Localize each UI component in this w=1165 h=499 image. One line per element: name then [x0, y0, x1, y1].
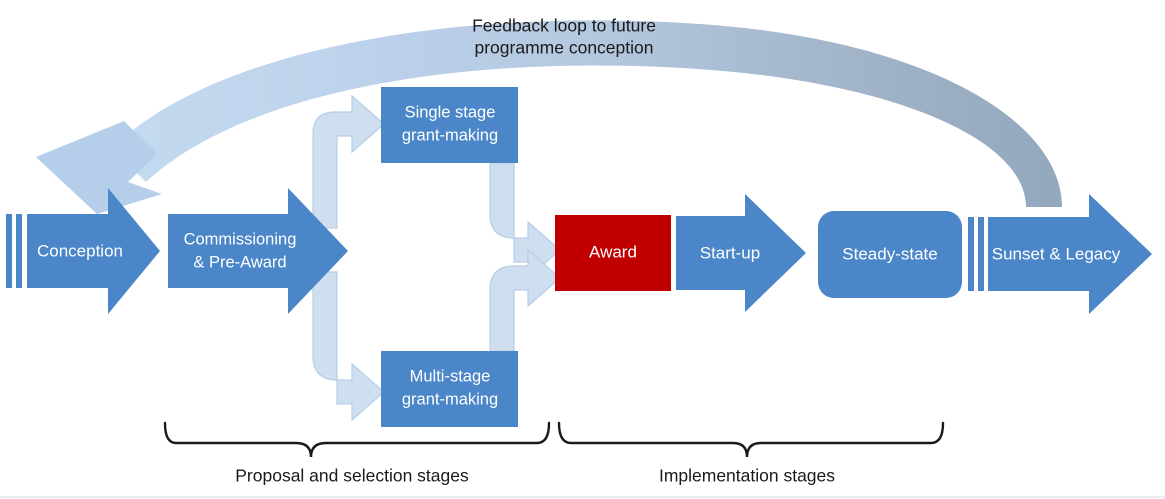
stage-start-up[interactable]: Start-up: [676, 194, 806, 312]
feedback-arrowhead: [36, 121, 162, 214]
conception-arrow-shape: [27, 188, 160, 314]
steady-state-box: [818, 211, 962, 298]
multi-stage-label-line1: Multi-stage: [410, 367, 491, 385]
award-box: [555, 215, 671, 291]
stage-multi-stage-grant-making[interactable]: Multi-stage grant-making: [381, 351, 518, 427]
implementation-stages-label: Implementation stages: [659, 466, 835, 486]
sunset-break-bar-1: [968, 217, 974, 291]
stage-award[interactable]: Award: [555, 215, 671, 291]
feedback-callout-line2: programme conception: [475, 38, 654, 58]
stage-single-stage-grant-making[interactable]: Single stage grant-making: [381, 87, 518, 163]
multi-stage-label-line2: grant-making: [402, 390, 498, 408]
feedback-callout-line1: Feedback loop to future: [472, 16, 656, 36]
sunset-arrow-shape: [988, 194, 1152, 314]
steady-state-label: Steady-state: [842, 244, 937, 263]
award-label: Award: [589, 242, 637, 261]
commissioning-label-line1: Commissioning: [184, 230, 297, 248]
stage-commissioning-pre-award[interactable]: Commissioning & Pre-Award: [168, 188, 348, 314]
commissioning-arrow-shape: [168, 188, 348, 314]
bracket-proposal-and-selection-stages: Proposal and selection stages: [163, 421, 551, 486]
start-up-label: Start-up: [700, 243, 760, 262]
bracket-implementation-stages: Implementation stages: [557, 421, 945, 486]
sunset-label: Sunset & Legacy: [992, 244, 1121, 263]
single-stage-label-line1: Single stage: [405, 103, 496, 121]
single-stage-box: [381, 87, 518, 163]
start-up-arrow-shape: [676, 194, 806, 312]
stage-sunset-and-legacy[interactable]: Sunset & Legacy: [968, 194, 1152, 314]
connector-multi-stage-to-award: [489, 248, 561, 352]
single-stage-label-line2: grant-making: [402, 126, 498, 144]
commissioning-label-line2: & Pre-Award: [193, 253, 286, 271]
multi-stage-box: [381, 351, 518, 427]
conception-break-bar-2: [16, 214, 22, 288]
conception-label: Conception: [37, 241, 123, 260]
stage-steady-state[interactable]: Steady-state: [818, 211, 962, 298]
connector-single-stage-to-award: [489, 162, 561, 280]
feedback-loop-curve: [112, 20, 1062, 207]
connector-commissioning-to-multi-stage: [312, 271, 385, 422]
proposal-stages-label: Proposal and selection stages: [235, 466, 469, 486]
sunset-break-bar-2: [978, 217, 984, 291]
feedback-loop-arrow: [36, 20, 1062, 214]
connector-commissioning-to-single-stage: [312, 94, 385, 229]
conception-break-bar-1: [6, 214, 12, 288]
stage-conception[interactable]: Conception: [6, 188, 160, 314]
